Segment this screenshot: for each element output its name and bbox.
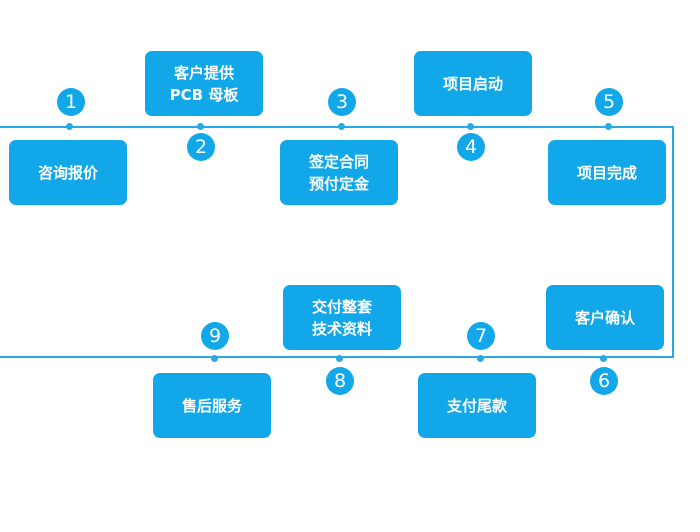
step-6-box: 客户确认 — [546, 285, 664, 350]
step-1-number-badge: 1 — [57, 88, 85, 116]
step-3-number-badge: 3 — [328, 88, 356, 116]
step-8-label: 交付整套 技术资料 — [311, 297, 372, 338]
step-1-label: 咨询报价 — [37, 163, 98, 182]
step-9-label: 售后服务 — [181, 396, 242, 415]
step-1-box: 咨询报价 — [9, 140, 127, 205]
step-8-connector-dot — [336, 355, 343, 362]
step-6-connector-dot — [600, 355, 607, 362]
step-1-connector-dot — [66, 123, 73, 130]
step-8-box: 交付整套 技术资料 — [283, 285, 401, 350]
step-9-connector-dot — [211, 355, 218, 362]
step-5-connector-dot — [605, 123, 612, 130]
step-2-number-badge: 2 — [187, 133, 215, 161]
step-3-box: 签定合同 预付定金 — [280, 140, 398, 205]
step-2-box: 客户提供 PCB 母板 — [145, 51, 263, 116]
step-2-connector-dot — [197, 123, 204, 130]
step-7-label: 支付尾款 — [446, 396, 507, 415]
step-4-connector-dot — [467, 123, 474, 130]
step-7-connector-dot — [477, 355, 484, 362]
step-6-label: 客户确认 — [574, 308, 635, 327]
step-8-number-badge: 8 — [326, 367, 354, 395]
step-4-number-badge: 4 — [457, 133, 485, 161]
step-4-label: 项目启动 — [442, 74, 503, 93]
step-5-box: 项目完成 — [548, 140, 666, 205]
step-6-number-badge: 6 — [590, 367, 618, 395]
step-5-number-badge: 5 — [595, 88, 623, 116]
step-4-box: 项目启动 — [414, 51, 532, 116]
step-2-label: 客户提供 PCB 母板 — [169, 63, 239, 104]
step-5-label: 项目完成 — [576, 163, 637, 182]
step-7-number-badge: 7 — [467, 322, 495, 350]
step-9-box: 售后服务 — [153, 373, 271, 438]
step-3-connector-dot — [338, 123, 345, 130]
step-7-box: 支付尾款 — [418, 373, 536, 438]
step-3-label: 签定合同 预付定金 — [308, 152, 369, 193]
step-9-number-badge: 9 — [201, 322, 229, 350]
